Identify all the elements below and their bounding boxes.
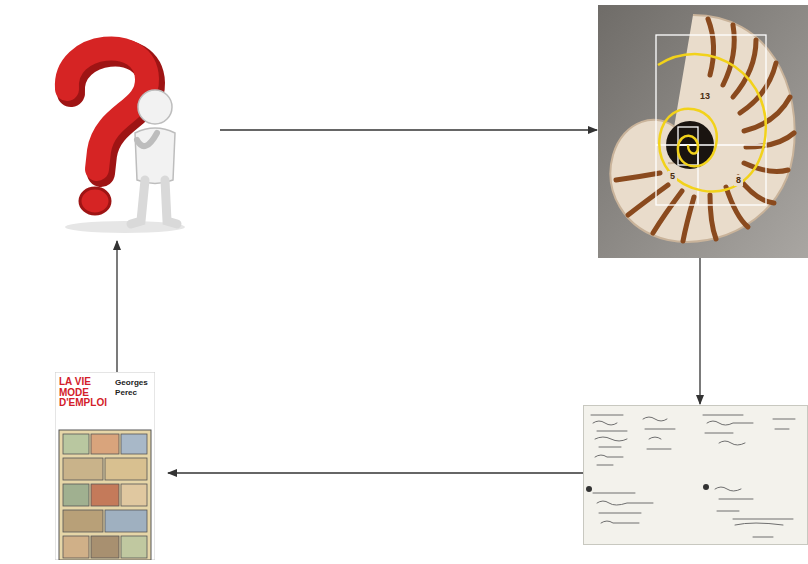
- drawing-part: [131, 180, 145, 224]
- drawing-part: [63, 434, 89, 454]
- golden-rectangles: [656, 35, 766, 205]
- drawing-part: [91, 484, 119, 506]
- whiteboard: [584, 406, 808, 545]
- book-title: LA VIE MODE D'EMPLOI: [59, 377, 117, 409]
- golden-spiral: [658, 54, 766, 191]
- question-mark: [67, 48, 147, 169]
- spiral-number: 8: [734, 175, 743, 186]
- question-mark-dot: [80, 188, 110, 214]
- drawing-part: [726, 187, 748, 227]
- drawing-part: [63, 510, 103, 532]
- drawing-part: [656, 144, 766, 145]
- drawing-part: [121, 484, 147, 506]
- cover-ground: [55, 372, 155, 560]
- drawing-part: [723, 25, 734, 85]
- flow-arrow: [220, 129, 597, 130]
- handwritten-math: [591, 415, 795, 537]
- drawing-part: [708, 19, 714, 75]
- picture-ground: [5, 15, 220, 240]
- drawing-part: [591, 415, 627, 465]
- question-picture: [5, 15, 220, 240]
- building-rooms: [63, 434, 147, 558]
- bullet-mark: [586, 486, 592, 492]
- drawing-part: [105, 458, 147, 480]
- drawing-part: [740, 63, 776, 113]
- shell-body: [610, 15, 794, 242]
- drawing-part: [643, 417, 675, 449]
- drawing-part: [653, 191, 682, 233]
- book-picture: LA VIE MODE D'EMPLOIGeorges Perec: [55, 372, 155, 560]
- drawing-part: [710, 195, 716, 239]
- building-facade: [59, 430, 151, 560]
- drawing-part: [593, 493, 653, 523]
- drawing-part: [63, 458, 103, 480]
- drawing-part: [121, 434, 147, 454]
- thinking-figure-illustration: [5, 15, 220, 240]
- thinking-figure: [131, 90, 177, 224]
- flow-arrow: [116, 241, 117, 372]
- flow-arrow: [699, 258, 700, 404]
- photo-ground: [598, 5, 808, 258]
- drawing-part: [628, 185, 668, 215]
- drawing-part: [121, 536, 147, 558]
- drawing-part: [91, 434, 119, 454]
- drawing-part: [703, 415, 753, 445]
- drawing-part: [137, 133, 157, 146]
- whiteboard-photo: [583, 405, 808, 545]
- bullet-mark: [703, 484, 709, 490]
- drawing-part: [683, 197, 694, 241]
- drawing-part: [63, 484, 89, 506]
- drawing-part: [63, 536, 89, 558]
- shell-picture: 13 8 5: [598, 5, 808, 258]
- drawing-part: [135, 128, 175, 184]
- drawing-part: [165, 180, 177, 224]
- flow-arrow: [168, 472, 583, 473]
- spiral-number: 5: [668, 171, 677, 182]
- drawing-part: [138, 90, 172, 124]
- whiteboard-picture: [583, 405, 808, 545]
- nautilus-shell-photo: [598, 5, 808, 258]
- drawing-part: [656, 35, 766, 205]
- shell-stripes: [616, 19, 794, 241]
- drawing-part: [105, 510, 147, 532]
- spiral-number: 13: [698, 91, 712, 102]
- book-author: Georges Perec: [115, 378, 155, 398]
- drawing-part: [91, 536, 119, 558]
- drawing-part: [616, 173, 660, 180]
- drawing-part: [773, 419, 795, 429]
- drawing-part: [715, 487, 793, 537]
